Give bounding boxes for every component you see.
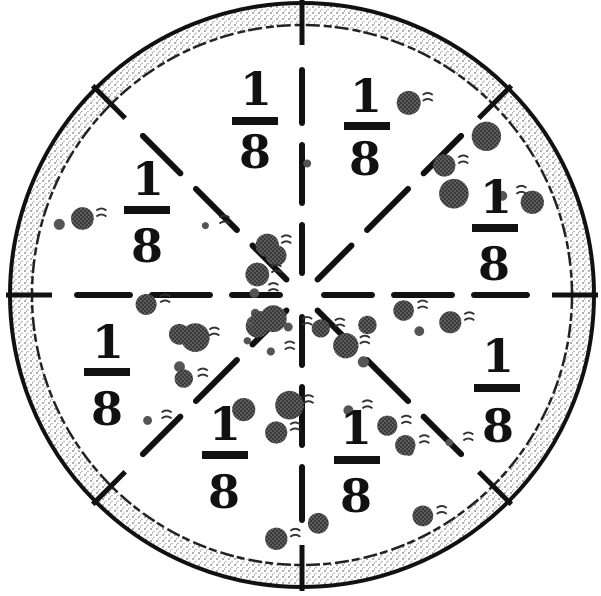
pepperoni-topping (250, 311, 270, 331)
slice-label-denominator: 8 (239, 125, 271, 179)
crumb-topping (303, 160, 311, 168)
crumb-topping (202, 222, 209, 229)
slice-label-denominator: 8 (349, 132, 381, 186)
slice-label-denominator: 8 (340, 469, 372, 523)
fraction-bar (472, 224, 518, 232)
pepperoni-topping (358, 316, 376, 334)
pepperoni-topping (175, 369, 193, 387)
slice-label-denominator: 8 (478, 237, 510, 291)
crumb-topping (54, 219, 65, 230)
slice-label-numerator: 1 (482, 329, 514, 383)
slice-label-numerator: 1 (480, 170, 512, 224)
slice-label-numerator: 1 (350, 69, 382, 123)
pepperoni-topping (265, 421, 287, 443)
slice-label-numerator: 1 (340, 401, 372, 455)
pepperoni-topping (312, 319, 330, 337)
slice-label-numerator: 1 (132, 152, 164, 206)
crumb-topping (267, 347, 275, 355)
fraction-bar (474, 384, 520, 392)
crumb-topping (143, 416, 152, 425)
crumb-topping (250, 288, 260, 298)
pepperoni-topping (397, 91, 421, 115)
slice-label-denominator: 8 (482, 399, 514, 453)
crumb-topping (244, 337, 251, 344)
crumb-topping (414, 326, 424, 336)
slice-label-numerator: 1 (209, 397, 241, 451)
fraction-bar (84, 368, 130, 376)
fraction-bar (334, 456, 380, 464)
pepperoni-topping (265, 528, 287, 550)
slice-label-numerator: 1 (240, 62, 272, 116)
pepperoni-topping (333, 333, 358, 358)
pepperoni-topping (439, 179, 469, 209)
pepperoni-topping (256, 234, 279, 257)
pepperoni-topping (377, 416, 397, 436)
pepperoni-topping (433, 154, 455, 176)
pepperoni-topping (439, 311, 461, 333)
crumb-topping (446, 439, 454, 447)
slice-label-denominator: 8 (131, 219, 163, 273)
pepperoni-topping (245, 263, 269, 287)
fraction-bar (344, 122, 390, 130)
slice-label-denominator: 8 (208, 465, 240, 519)
fraction-bar (124, 206, 170, 214)
fraction-bar (232, 117, 278, 125)
slice-label-denominator: 8 (91, 382, 123, 436)
pepperoni-topping (308, 513, 329, 534)
pepperoni-topping (136, 294, 157, 315)
pepperoni-topping (521, 191, 544, 214)
pepperoni-topping (393, 300, 414, 321)
pepperoni-topping (395, 435, 415, 455)
slice-label-numerator: 1 (92, 315, 124, 369)
pepperoni-topping (71, 207, 94, 230)
pepperoni-topping (412, 506, 433, 527)
crumb-topping (358, 356, 369, 367)
pepperoni-topping (472, 122, 501, 151)
pepperoni-topping (181, 323, 210, 352)
pepperoni-topping (275, 391, 304, 420)
fraction-bar (202, 451, 248, 459)
